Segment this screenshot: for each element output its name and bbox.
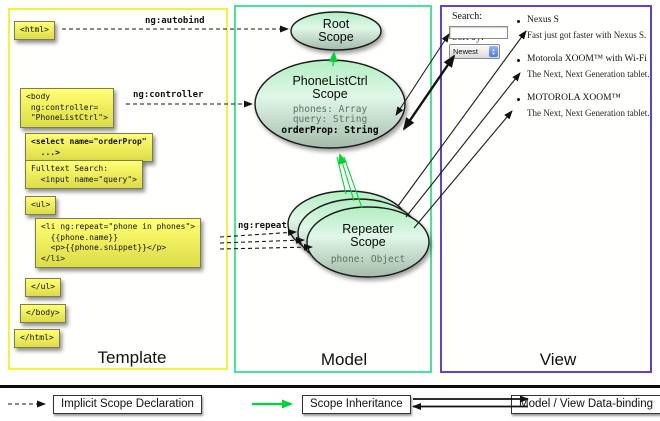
- code-line: "PhoneListCtrl">: [26, 113, 108, 123]
- controller-label: ng:controller: [133, 90, 204, 100]
- template-column-label: Template: [97, 348, 167, 367]
- search-label: Search:: [452, 11, 482, 22]
- legend-scope-inheritance: Scope Inheritance: [302, 395, 411, 414]
- model-column: [234, 5, 432, 373]
- phone-item-name: MOTOROLA XOOM™: [527, 93, 621, 103]
- phone-item-desc: Fast just got faster with Nexus S.: [527, 30, 647, 40]
- code-line: ng:controller=: [26, 102, 99, 112]
- model-column-label: Model: [320, 350, 368, 369]
- code-fulltext-search: Fulltext Search: <input name="query">: [25, 160, 143, 190]
- code-line: Fulltext Search:: [31, 164, 109, 173]
- phone-item-desc: The Next, Next Generation tablet.: [527, 69, 650, 79]
- code-body-close: </body>: [20, 304, 66, 323]
- select-stepper-icon: ▲▼: [489, 46, 498, 57]
- autobind-label: ng:autobind: [145, 16, 205, 26]
- bullet-icon: [517, 98, 520, 101]
- phone-item-name: Motorola XOOM™ with Wi-Fi: [527, 54, 647, 64]
- bullet-icon: [517, 20, 520, 23]
- code-line: <p>{{phone.snippet}}</p>: [41, 243, 167, 253]
- sort-select[interactable]: Newest ▲▼: [449, 44, 500, 59]
- code-ul-open: <ul>: [25, 196, 57, 215]
- code-li-repeat: <li ng:repeat="phone in phones"> {{phone…: [35, 218, 202, 269]
- code-body-open: <body ng:controller= "PhoneListCtrl">: [20, 88, 114, 128]
- phone-item-name: Nexus S: [527, 15, 559, 25]
- code-line: {{phone.name}}: [41, 232, 119, 242]
- bullet-icon: [517, 59, 520, 62]
- code-html-close: </html>: [14, 329, 60, 348]
- phone-item-desc: The Next, Next Generation tablet.: [527, 108, 650, 118]
- legend-divider: [0, 385, 660, 388]
- code-html-open: <html>: [14, 21, 55, 40]
- code-line: </li>: [41, 253, 66, 263]
- code-line: <body: [26, 92, 51, 101]
- sort-select-value: Newest: [453, 47, 479, 56]
- search-input[interactable]: [449, 26, 508, 39]
- repeat-label: ng:repeat: [238, 221, 287, 231]
- code-line: <input name="query">: [31, 174, 137, 184]
- code-line: <select name="orderProp": [31, 137, 147, 146]
- legend-implicit-scope: Implicit Scope Declaration: [53, 395, 202, 414]
- code-select: <select name="orderProp" ...>: [25, 133, 153, 163]
- view-column-label: View: [539, 350, 577, 369]
- code-line: ...>: [31, 147, 60, 157]
- code-ul-close: </ul>: [25, 278, 62, 297]
- legend-data-binding: Model / View Data-binding: [511, 395, 660, 414]
- code-line: <li ng:repeat="phone in phones">: [41, 222, 196, 231]
